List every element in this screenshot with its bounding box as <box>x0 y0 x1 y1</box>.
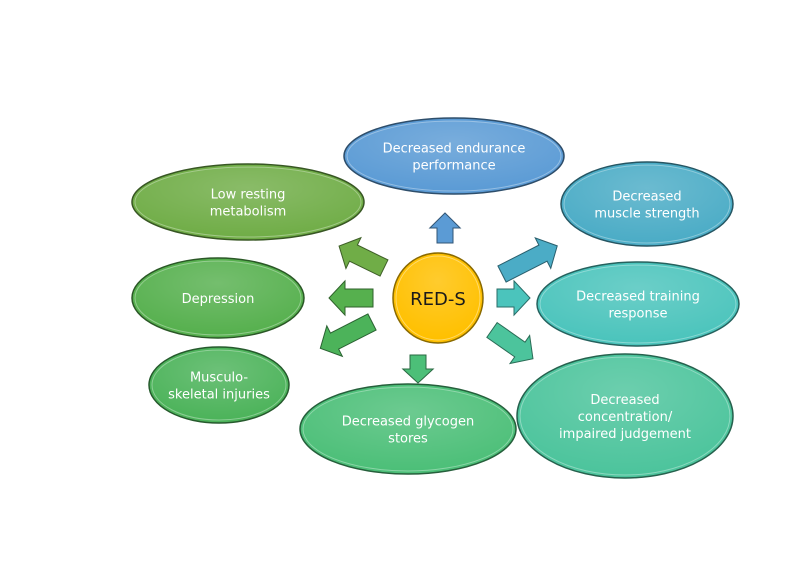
arrow-to-concentration <box>486 321 534 365</box>
node-label-line: skeletal injuries <box>168 388 270 403</box>
node-label-line: Decreased <box>612 190 681 205</box>
node-label-line: Decreased training <box>576 290 700 305</box>
center-layer: RED-S <box>392 252 484 344</box>
node-endurance: Decreased endurance performance <box>343 117 565 195</box>
node-label-line: Decreased glycogen <box>342 415 474 430</box>
node-low-metabolism: Low resting metabolism <box>131 163 365 241</box>
node-gloss <box>302 386 514 472</box>
node-training-response: Decreased training response <box>536 261 740 347</box>
node-gloss <box>134 166 362 238</box>
arrow-to-low-metabolism <box>338 236 389 277</box>
node-gloss <box>134 260 302 336</box>
node-label-line: Depression <box>182 292 255 307</box>
node-muscle-strength: Decreased muscle strength <box>560 161 734 247</box>
center-gloss <box>395 255 481 341</box>
node-label-line: Decreased endurance <box>383 142 526 157</box>
arrow-to-muscle-strength <box>497 236 558 283</box>
node-gloss <box>539 264 737 344</box>
node-label-line: response <box>608 307 667 322</box>
node-label-line: impaired judgement <box>559 427 691 442</box>
node-glycogen: Decreased glycogen stores <box>299 383 517 475</box>
node-gloss <box>346 120 562 192</box>
node-label-line: stores <box>388 432 428 447</box>
node-label-line: muscle strength <box>594 207 699 222</box>
node-label-line: Musculo- <box>190 371 248 386</box>
node-label-line: metabolism <box>210 205 287 220</box>
node-label-line: Low resting <box>211 188 286 203</box>
node-gloss <box>563 164 731 244</box>
node-musculoskeletal: Musculo-skeletal injuries <box>148 346 290 424</box>
node-label-line: concentration/ <box>578 410 673 425</box>
node-gloss <box>519 356 731 476</box>
node-label-line: Decreased <box>590 393 659 408</box>
node-label-line: performance <box>412 159 495 174</box>
center-label: RED-S <box>410 289 466 310</box>
arrow-to-depression <box>328 279 374 317</box>
arrow-to-musculoskeletal <box>319 313 377 358</box>
node-concentration: Decreased concentration/impaired judgemen… <box>516 353 734 479</box>
node-depression: Depression <box>131 257 305 339</box>
arrow-to-glycogen <box>401 354 435 384</box>
arrows-layer <box>319 212 558 384</box>
arrow-to-training-response <box>496 279 531 317</box>
node-gloss <box>151 349 287 421</box>
arrow-to-endurance <box>428 212 462 244</box>
